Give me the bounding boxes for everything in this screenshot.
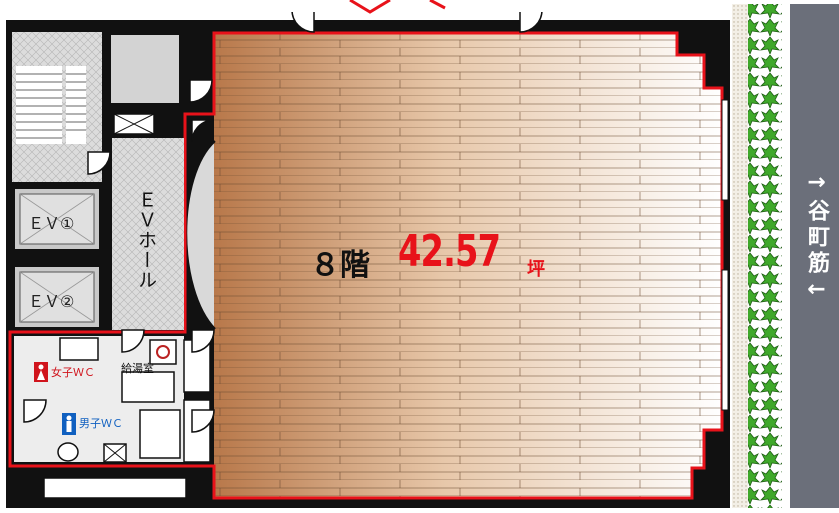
elevator-2 bbox=[13, 265, 101, 329]
shaft bbox=[109, 33, 181, 105]
mens-wc-label: 男子ＷＣ bbox=[79, 417, 123, 430]
male-toilet-icon bbox=[62, 413, 76, 435]
ev-hall-label: ＥＶホール bbox=[135, 190, 157, 290]
female-toilet-icon bbox=[34, 362, 48, 382]
elevator-1 bbox=[13, 187, 101, 251]
street-name-label: →谷町筋← bbox=[804, 170, 829, 306]
street-band bbox=[790, 4, 839, 508]
door-swing-icon bbox=[23, 9, 543, 433]
stairwell bbox=[12, 32, 102, 182]
water-heater-icon bbox=[156, 345, 170, 359]
elevator-1-label: ＥＶ① bbox=[28, 214, 75, 233]
kitchenette-label: 給湯室 bbox=[121, 362, 154, 375]
floor-area-value: 42.57 bbox=[398, 226, 501, 277]
floor-area-unit: 坪 bbox=[527, 259, 545, 280]
rental-boundary bbox=[8, 31, 724, 500]
ev-hall-floor bbox=[112, 138, 184, 330]
sidewalk bbox=[732, 4, 748, 508]
hedge bbox=[748, 4, 782, 508]
office-floor bbox=[182, 33, 722, 498]
floor-title: ８階 bbox=[310, 248, 370, 283]
womens-wc-label: 女子ＷＣ bbox=[51, 366, 95, 379]
elevator-2-label: ＥＶ② bbox=[28, 292, 75, 311]
